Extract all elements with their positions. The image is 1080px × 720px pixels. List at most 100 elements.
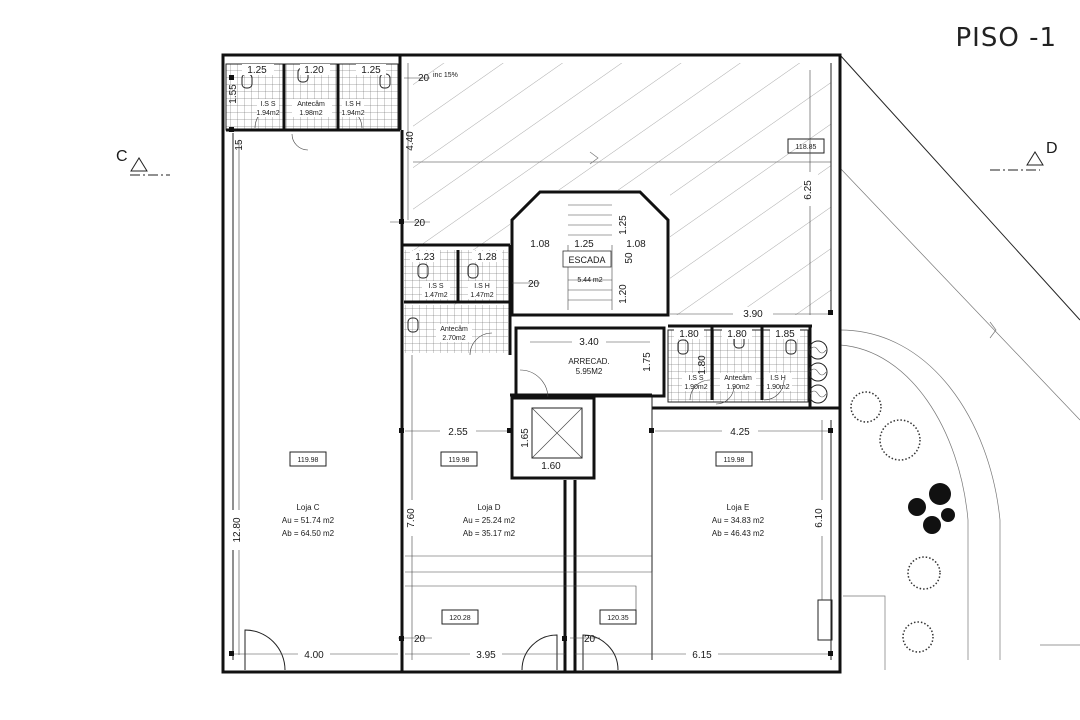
section-triangle-left xyxy=(130,157,148,172)
shop-name: Loja D xyxy=(477,503,500,512)
dimension-label: 1.80 xyxy=(697,355,708,375)
shop-ab: Ab = 35.17 m2 xyxy=(463,529,516,538)
section-triangle-right xyxy=(1026,151,1044,166)
dimension-label: 1.25 xyxy=(361,65,381,76)
dimension-label: 1.08 xyxy=(626,239,646,250)
dimension-label: 4.00 xyxy=(304,650,324,661)
storage-walls xyxy=(514,326,666,398)
wc-label: Antecâm xyxy=(724,375,752,382)
dimension-label: 20 xyxy=(418,73,430,84)
level-badge xyxy=(787,138,825,154)
door-swing xyxy=(469,332,493,356)
dimension-label: 6.10 xyxy=(814,508,825,528)
dimension-label: 6.15 xyxy=(692,650,712,661)
wc-label: I.S H xyxy=(474,283,490,290)
plan-title: PISO -1 xyxy=(955,23,1057,53)
level-badges: 118.85 119.98 119.98 119.98 120.28 120.3… xyxy=(289,138,825,625)
level-value: 120.28 xyxy=(449,615,471,622)
tree-dark-icon xyxy=(929,483,951,505)
label-bg xyxy=(300,64,330,75)
level-badge xyxy=(289,451,327,467)
dimension-label: 3.40 xyxy=(579,337,599,348)
tree-shrub-icon xyxy=(879,419,921,461)
dimension-label: 1.65 xyxy=(520,428,531,448)
tree-dark-icon xyxy=(941,508,955,522)
tree-shrub-icon xyxy=(850,391,882,423)
level-value: 120.35 xyxy=(607,615,629,622)
level-value: 119.98 xyxy=(449,457,470,464)
dimension-label: 1.23 xyxy=(415,252,435,263)
shop-name: Loja E xyxy=(727,503,750,512)
elevator-shaft-wall xyxy=(510,396,596,480)
section-mark-right: D xyxy=(990,140,1058,171)
dimension-label: 20 xyxy=(528,279,540,290)
toilet-icon xyxy=(677,339,689,355)
wc-area: 1.90m2 xyxy=(684,384,707,391)
dimension-label: 1.75 xyxy=(642,352,653,372)
wc-area: 1.90m2 xyxy=(766,384,789,391)
dimension-label: 3.95 xyxy=(476,650,496,661)
dimension-label: 1.60 xyxy=(541,461,561,472)
dimension-label: 1.55 xyxy=(228,84,239,104)
dimension-label: 4.40 xyxy=(405,131,416,151)
label-bg xyxy=(764,373,792,391)
label-bg xyxy=(722,425,758,437)
site-exterior xyxy=(839,54,1080,670)
shop-au: Au = 51.74 m2 xyxy=(282,516,335,525)
label-bg xyxy=(682,373,710,391)
dimension-lines: 20 4.40 15 20 20 6.25 3.90 2.55 4.25 12.… xyxy=(231,63,831,661)
wc-area: 2.70m2 xyxy=(442,335,465,342)
stair-area: 5.44 m2 xyxy=(577,277,602,284)
duct-icon xyxy=(808,340,828,360)
wc-label: I.S H xyxy=(770,375,786,382)
level-value: 119.98 xyxy=(298,457,319,464)
entrance-doors xyxy=(244,599,833,671)
floor-step-line-2 xyxy=(405,571,653,620)
dimension-label: 1.20 xyxy=(304,65,324,76)
label-bg xyxy=(436,324,472,342)
label-bg xyxy=(720,373,756,391)
wc-label: Antecâm xyxy=(297,101,325,108)
storage-area: 5.95M2 xyxy=(576,367,603,376)
dimension-label: 4.25 xyxy=(730,427,750,438)
tree-shrub-icon xyxy=(907,556,941,590)
level-value: 118.85 xyxy=(796,144,817,151)
duct-icon xyxy=(808,362,828,382)
shop-au: Au = 34.83 m2 xyxy=(712,516,765,525)
label-bg xyxy=(472,251,502,262)
dimension-label: 1.25 xyxy=(618,215,629,235)
site-diagonal-outer xyxy=(839,167,1080,421)
vent-ducts xyxy=(808,340,828,404)
door-swing-loja-d xyxy=(521,634,558,671)
label-bg xyxy=(257,99,279,117)
shop-labels: Loja C Au = 51.74 m2 Ab = 64.50 m2 Loja … xyxy=(282,503,765,538)
level-badge xyxy=(715,451,753,467)
dimension-label: 3.90 xyxy=(743,309,763,320)
door-swing xyxy=(763,379,785,401)
wc-area: 1.47m2 xyxy=(424,292,447,299)
stair-label: ESCADA xyxy=(568,255,605,265)
dimension-label: 1.80 xyxy=(727,329,747,340)
stair-enclosure xyxy=(510,190,670,317)
section-letter-d: D xyxy=(1046,140,1058,157)
dimension-label: 20 xyxy=(584,634,596,645)
door-swing xyxy=(519,369,549,399)
garden-corner xyxy=(843,595,886,670)
wc-label: I.S S xyxy=(260,101,276,108)
wc-area: 1.94m2 xyxy=(256,110,279,117)
dimension-label: 1.20 xyxy=(618,284,629,304)
label-bg xyxy=(292,99,332,117)
label-bg xyxy=(298,648,330,660)
floor-step-line-3 xyxy=(405,585,637,620)
shop-ab: Ab = 64.50 m2 xyxy=(282,529,335,538)
label-bg xyxy=(733,307,773,319)
dimension-label: 2.55 xyxy=(448,427,468,438)
label-bg xyxy=(242,64,274,75)
elevator-core: 1.65 1.60 xyxy=(510,396,596,480)
level-badge xyxy=(440,451,478,467)
toilet-icon xyxy=(417,263,429,279)
label-bg xyxy=(440,425,476,437)
door-swing xyxy=(291,133,309,151)
level-badge xyxy=(441,609,479,625)
wc-block-middle: 1.23 1.28 I.S S 1.47m2 I.S H 1.47m2 Ante… xyxy=(404,245,512,356)
